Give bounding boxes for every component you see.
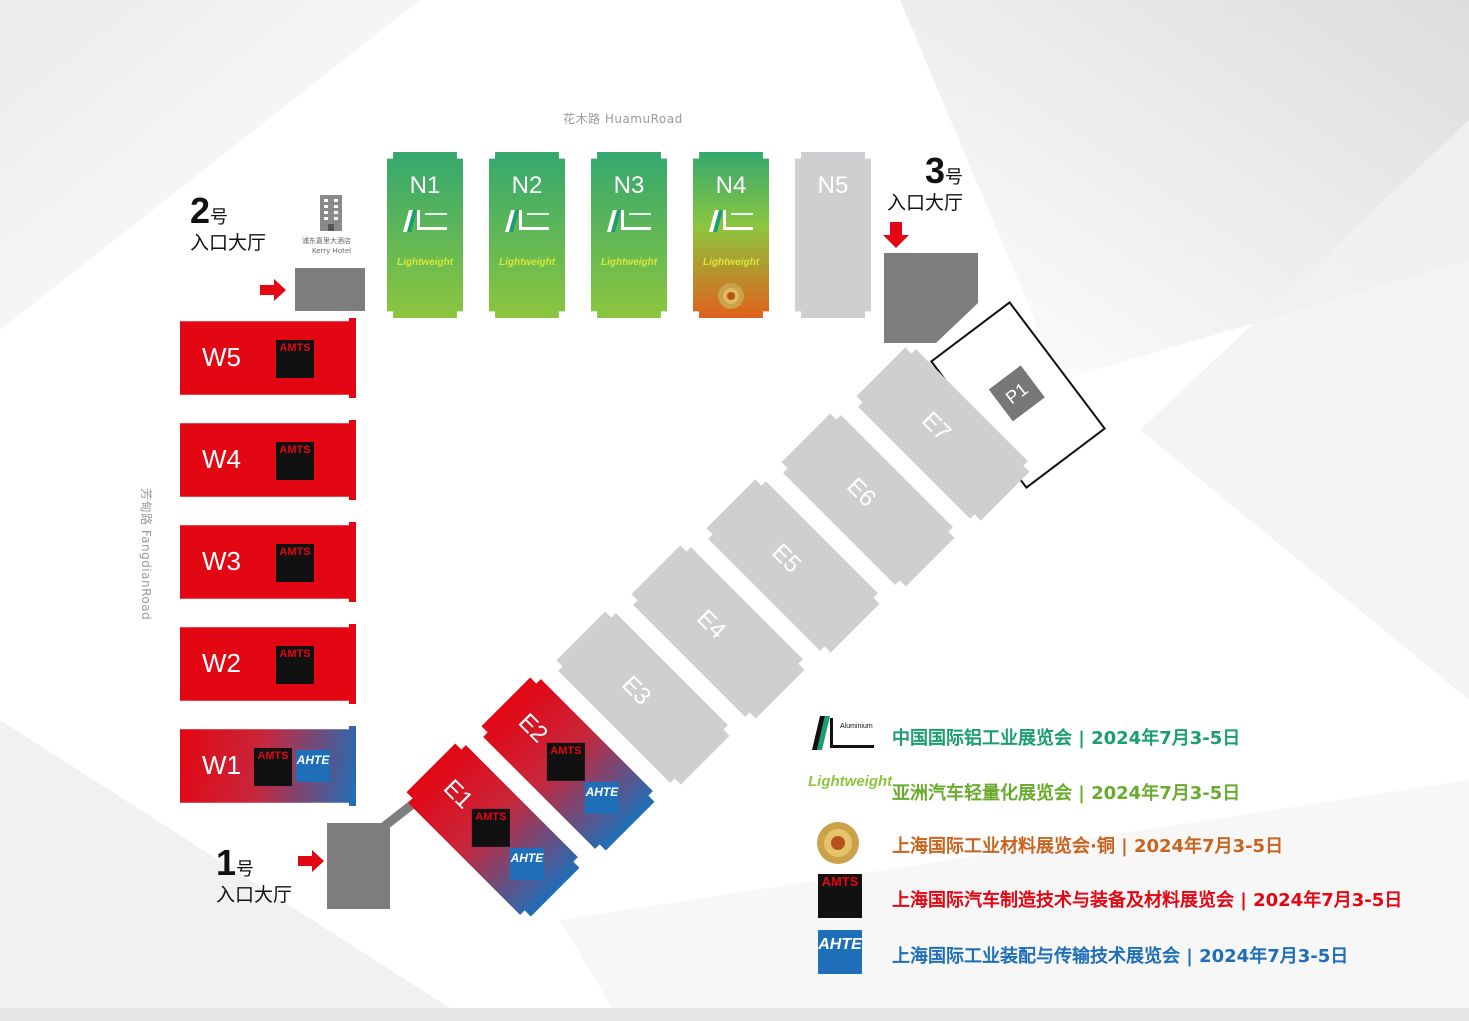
building-icon [320, 195, 342, 231]
hall-label: W1 [202, 750, 241, 780]
hall-w3[interactable]: W3 AMTS [180, 522, 356, 602]
hall-label: E6 [841, 472, 882, 513]
legend-text: 上海国际工业装配与传输技术展览会 | 2024年7月3-5日 [892, 946, 1349, 967]
amts-logo: AMTS [254, 748, 292, 786]
amts-logo-text: AMTS [821, 874, 859, 889]
ahte-logo-text: AHTE [818, 936, 862, 953]
hall-label: N3 [613, 172, 645, 199]
hall-label: N5 [817, 172, 849, 199]
entrance-3-label: 3号 入口大厅 [887, 150, 963, 215]
amts-logo-text: AMTS [279, 546, 311, 558]
entrance-number: 2 [190, 190, 211, 231]
hall-label: E4 [691, 604, 732, 645]
amts-logo: AMTS [472, 809, 510, 847]
amts-logo-text: AMTS [475, 810, 507, 823]
hall-w5[interactable]: W5 AMTS [180, 318, 356, 398]
hall-n3[interactable]: N3 Lightweight [591, 152, 667, 318]
legend-text: 上海国际汽车制造技术与装备及材料展览会 | 2024年7月3-5日 [892, 890, 1403, 911]
lightweight-asia-logo: Lightweight [499, 257, 556, 268]
entrance-suffix: 号 [236, 859, 255, 879]
legend-text: 上海国际工业材料展览会·铜 | 2024年7月3-5日 [892, 836, 1284, 857]
amts-logo-text: AMTS [257, 750, 289, 762]
entrance-number: 1 [216, 842, 237, 883]
hall-n4[interactable]: N4 Lightweight [693, 152, 769, 318]
hall-label: N1 [409, 172, 441, 199]
ahte-logo-text: AHTE [585, 784, 619, 799]
amts-logo: AMTS [276, 340, 314, 378]
hotel-name-en: Kerry Hotel [312, 247, 352, 255]
copper-china-logo [817, 822, 859, 864]
hall-label: W3 [202, 546, 241, 576]
hall-label: W2 [202, 648, 241, 678]
hall-w1[interactable]: W1 AMTS AHTE [180, 726, 356, 806]
hall-label: W4 [202, 444, 241, 474]
entrance-3-lobby [884, 253, 978, 343]
legend-item-aluminium: Aluminium 中国国际铝工业展览会 | 2024年7月3-5日 [808, 710, 1448, 760]
ahte-logo-text: AHTE [510, 850, 544, 865]
ahte-logo-text: AHTE [296, 753, 330, 767]
hall-label: N4 [715, 172, 747, 199]
amts-logo: AMTS [276, 646, 314, 684]
entrance-name: 入口大厅 [216, 885, 293, 906]
ahte-logo: AHTE [818, 930, 862, 974]
fangdian-road-label: 芳甸路 FangdianRoad [139, 488, 153, 621]
hall-label: E3 [616, 670, 657, 711]
huamu-road-label: 花木路 HuamuRoad [563, 112, 683, 126]
hall-w2[interactable]: W2 AMTS [180, 624, 356, 704]
ahte-logo: AHTE [296, 750, 330, 782]
hall-label: E7 [916, 406, 957, 447]
hotel-name-cn: 浦东嘉里大酒店 [302, 237, 351, 245]
legend-item-amts: AMTS 上海国际汽车制造技术与装备及材料展览会 | 2024年7月3-5日 [808, 872, 1448, 922]
amts-logo-text: AMTS [279, 444, 311, 456]
entrance-2-arrow-icon [260, 279, 286, 301]
amts-logo-text: AMTS [279, 648, 311, 660]
aluminium-china-logo [505, 210, 549, 232]
aluminium-china-logo [709, 210, 753, 232]
legend-item-ahte: AHTE 上海国际工业装配与传输技术展览会 | 2024年7月3-5日 [808, 928, 1448, 978]
amts-logo: AMTS [276, 442, 314, 480]
legend-item-copper: 上海国际工业材料展览会·铜 | 2024年7月3-5日 [808, 818, 1448, 868]
entrance-1-lobby [327, 823, 390, 909]
legend-text: 中国国际铝工业展览会 | 2024年7月3-5日 [892, 728, 1241, 749]
entrance-name: 入口大厅 [887, 193, 964, 214]
hall-n5[interactable]: N5 [795, 152, 871, 318]
amts-logo: AMTS [818, 874, 862, 918]
lightweight-asia-logo: Lightweight [703, 257, 760, 268]
aluminium-china-logo: Aluminium [812, 716, 874, 750]
amts-logo-text: AMTS [550, 744, 582, 757]
ahte-logo: AHTE [510, 848, 544, 880]
entrance-1-label: 1号 入口大厅 [216, 842, 292, 907]
hall-w4[interactable]: W4 AMTS [180, 420, 356, 500]
entrance-name: 入口大厅 [190, 233, 267, 254]
entrance-suffix: 号 [210, 207, 229, 227]
aluminium-china-logo [607, 210, 651, 232]
amts-logo-text: AMTS [279, 342, 311, 354]
entrance-2-label: 2号 入口大厅 [190, 190, 266, 255]
lightweight-asia-logo: Lightweight [601, 257, 658, 268]
copper-china-logo [718, 283, 744, 309]
hall-n1[interactable]: N1 Lightweight [387, 152, 463, 318]
amts-logo: AMTS [547, 743, 585, 781]
entrance-3-arrow-icon [883, 222, 909, 248]
hall-n2[interactable]: N2 Lightweight [489, 152, 565, 318]
entrance-number: 3 [925, 150, 946, 191]
lightweight-asia-logo: Lightweight [808, 765, 892, 815]
legend-text: 亚洲汽车轻量化展览会 | 2024年7月3-5日 [892, 783, 1241, 804]
hall-label: E5 [766, 538, 807, 579]
hall-label: W5 [202, 342, 241, 372]
hall-label: N2 [511, 172, 543, 199]
legend-item-lightweight: Lightweight 亚洲汽车轻量化展览会 | 2024年7月3-5日 [808, 765, 1448, 815]
ahte-logo: AHTE [585, 782, 619, 814]
aluminium-china-logo [403, 210, 447, 232]
entrance-2-lobby [295, 268, 365, 311]
entrance-suffix: 号 [945, 167, 964, 187]
lightweight-logo-text: Lightweight [808, 773, 893, 790]
entrance-1-arrow-icon [298, 850, 324, 872]
lightweight-asia-logo: Lightweight [397, 257, 454, 268]
amts-logo: AMTS [276, 544, 314, 582]
al-sub-text: Aluminium [840, 723, 873, 730]
